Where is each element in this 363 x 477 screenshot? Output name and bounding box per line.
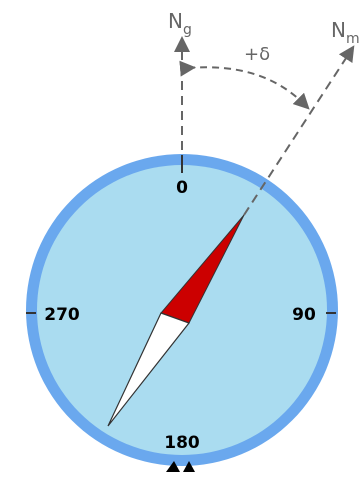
dial-label-south: 180 <box>164 433 200 453</box>
magnetic-north-label: Nm <box>331 18 360 47</box>
dial-label-north: 0 <box>176 178 188 198</box>
declination-arc <box>188 67 304 104</box>
grid-north-label: Ng <box>168 9 192 38</box>
dial-label-west: 270 <box>44 305 80 325</box>
dial-label-east: 90 <box>292 305 316 325</box>
declination-label: +δ <box>244 44 270 65</box>
